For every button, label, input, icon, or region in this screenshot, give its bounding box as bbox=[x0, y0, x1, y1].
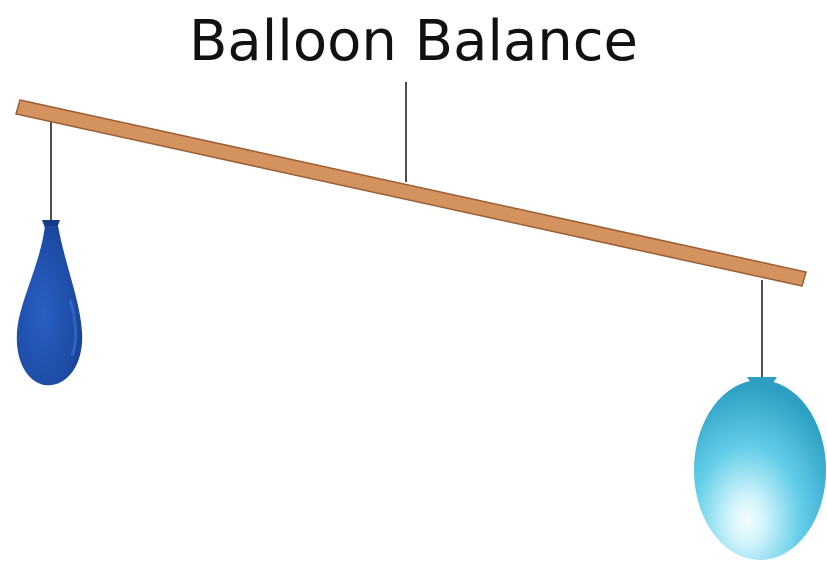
inflated-balloon bbox=[694, 377, 826, 560]
deflated-balloon bbox=[16, 220, 83, 386]
inflated-balloon-body bbox=[694, 380, 826, 560]
diagram-title: Balloon Balance bbox=[188, 9, 638, 74]
deflated-balloon-highlight bbox=[68, 299, 78, 357]
wooden-rod bbox=[15, 99, 807, 287]
deflated-balloon-body bbox=[16, 226, 83, 386]
